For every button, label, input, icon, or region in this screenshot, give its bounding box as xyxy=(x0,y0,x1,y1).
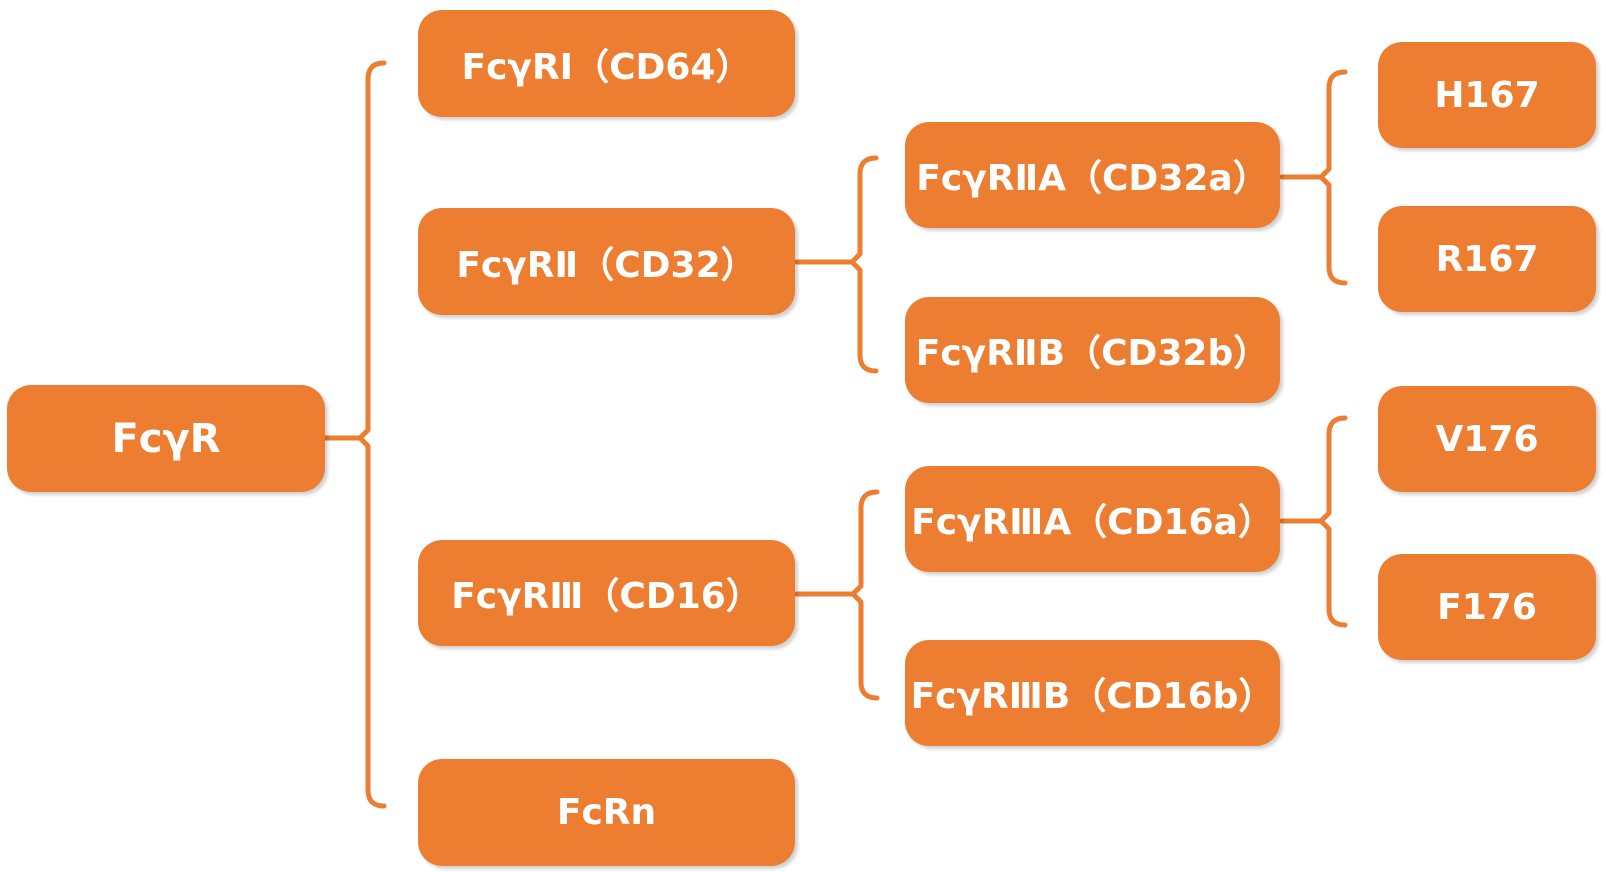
node-fcgr3a-cd16a: FcγRⅢA（CD16a） xyxy=(905,466,1280,572)
node-fcgr2a-cd32a: FcγRⅡA（CD32a） xyxy=(905,122,1280,228)
node-fcgr2-cd32: FcγRⅡ（CD32） xyxy=(418,208,795,315)
node-r167: R167 xyxy=(1378,206,1596,312)
node-fcrn: FcRn xyxy=(418,759,795,866)
node-fcgr: FcγR xyxy=(7,385,325,492)
node-fcgr2b-cd32b: FcγRⅡB（CD32b） xyxy=(905,297,1280,403)
connector-bracket-fcgr2 xyxy=(849,155,879,374)
node-fcgr3b-cd16b: FcγRⅢB（CD16b） xyxy=(905,640,1280,746)
node-fcgr1-cd64: FcγRⅠ（CD64） xyxy=(418,10,795,117)
node-fcgr3-cd16: FcγRⅢ（CD16） xyxy=(418,540,795,646)
connector-bracket-fcgr3 xyxy=(850,489,880,701)
node-h167: H167 xyxy=(1378,42,1596,148)
node-v176: V176 xyxy=(1378,386,1596,492)
node-f176: F176 xyxy=(1378,554,1596,660)
connector-bracket-fcgr xyxy=(357,60,387,809)
connector-bracket-fcgr3a xyxy=(1318,415,1348,628)
connector-bracket-fcgr2a xyxy=(1318,69,1348,286)
